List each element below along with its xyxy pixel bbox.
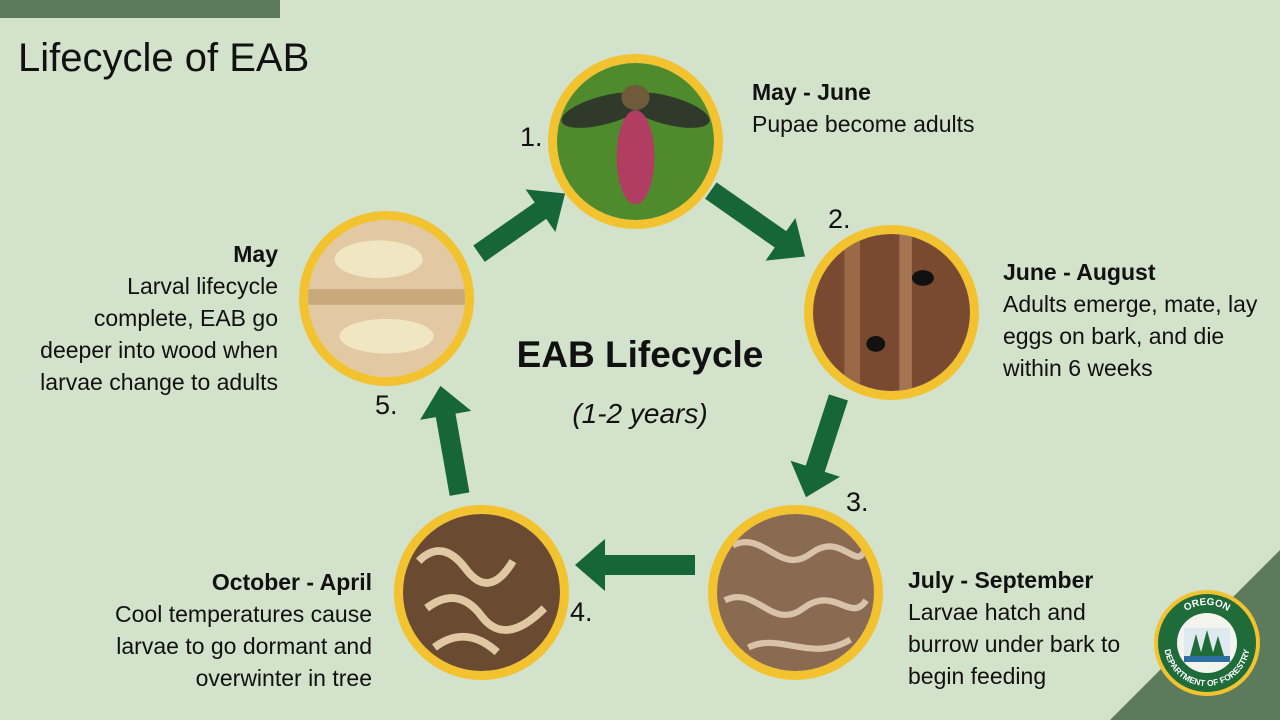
stage-4-photo <box>394 505 569 680</box>
larvae-in-wood-image <box>308 220 465 377</box>
arrow-5-to-1 <box>473 189 566 262</box>
stage-3-text: July - September Larvae hatch and burrow… <box>908 564 1140 692</box>
stage-4-text: October - April Cool temperatures cause … <box>60 566 372 694</box>
stage-1-photo <box>548 54 723 229</box>
stage-2-period: June - August <box>1003 259 1156 285</box>
top-accent-bar <box>0 0 280 18</box>
stage-5-period: May <box>233 241 278 267</box>
stage-1-number: 1. <box>520 122 543 152</box>
stage-3-photo <box>708 505 883 680</box>
stage-5-photo <box>299 211 474 386</box>
stage-2-photo <box>804 225 979 400</box>
stage-2-description: Adults emerge, mate, lay eggs on bark, a… <box>1003 291 1258 381</box>
stage-1-text: May - June Pupae become adults <box>752 76 1072 140</box>
svg-text:OREGON: OREGON <box>1182 597 1232 614</box>
center-subtitle: (1-2 years) <box>572 398 708 429</box>
larval-galleries-image <box>717 514 874 671</box>
stage-3-description: Larvae hatch and burrow under bark to be… <box>908 599 1121 689</box>
arrow-4-to-5 <box>420 385 472 496</box>
arrow-1-to-2 <box>705 182 806 261</box>
frass-galleries-image <box>403 514 560 671</box>
stage-4-period: October - April <box>211 569 372 595</box>
stage-5-text: May Larval lifecycle complete, EAB go de… <box>30 238 278 398</box>
adult-beetle-image <box>557 63 714 220</box>
stage-3-period: July - September <box>908 567 1094 593</box>
stage-5-number: 5. <box>375 390 398 420</box>
stage-2-text: June - August Adults emerge, mate, lay e… <box>1003 256 1265 384</box>
oregon-department-of-forestry-logo: OREGON DEPARTMENT OF FORESTRY <box>1154 590 1260 696</box>
center-title: EAB Lifecycle <box>516 334 764 375</box>
stage-4-number: 4. <box>570 597 593 627</box>
stage-4-description: Cool temperatures cause larvae to go dor… <box>115 601 372 691</box>
stage-3-number: 3. <box>846 487 869 517</box>
slide-title: Lifecycle of EAB <box>18 36 310 80</box>
stage-1-period: May - June <box>752 79 871 105</box>
arrow-2-to-3 <box>790 394 848 498</box>
stage-1-description: Pupae become adults <box>752 111 975 137</box>
arrow-3-to-4 <box>575 539 695 591</box>
bark-exit-holes-image <box>813 234 970 391</box>
stage-5-description: Larval lifecycle complete, EAB go deeper… <box>40 273 278 395</box>
stage-2-number: 2. <box>828 204 851 234</box>
